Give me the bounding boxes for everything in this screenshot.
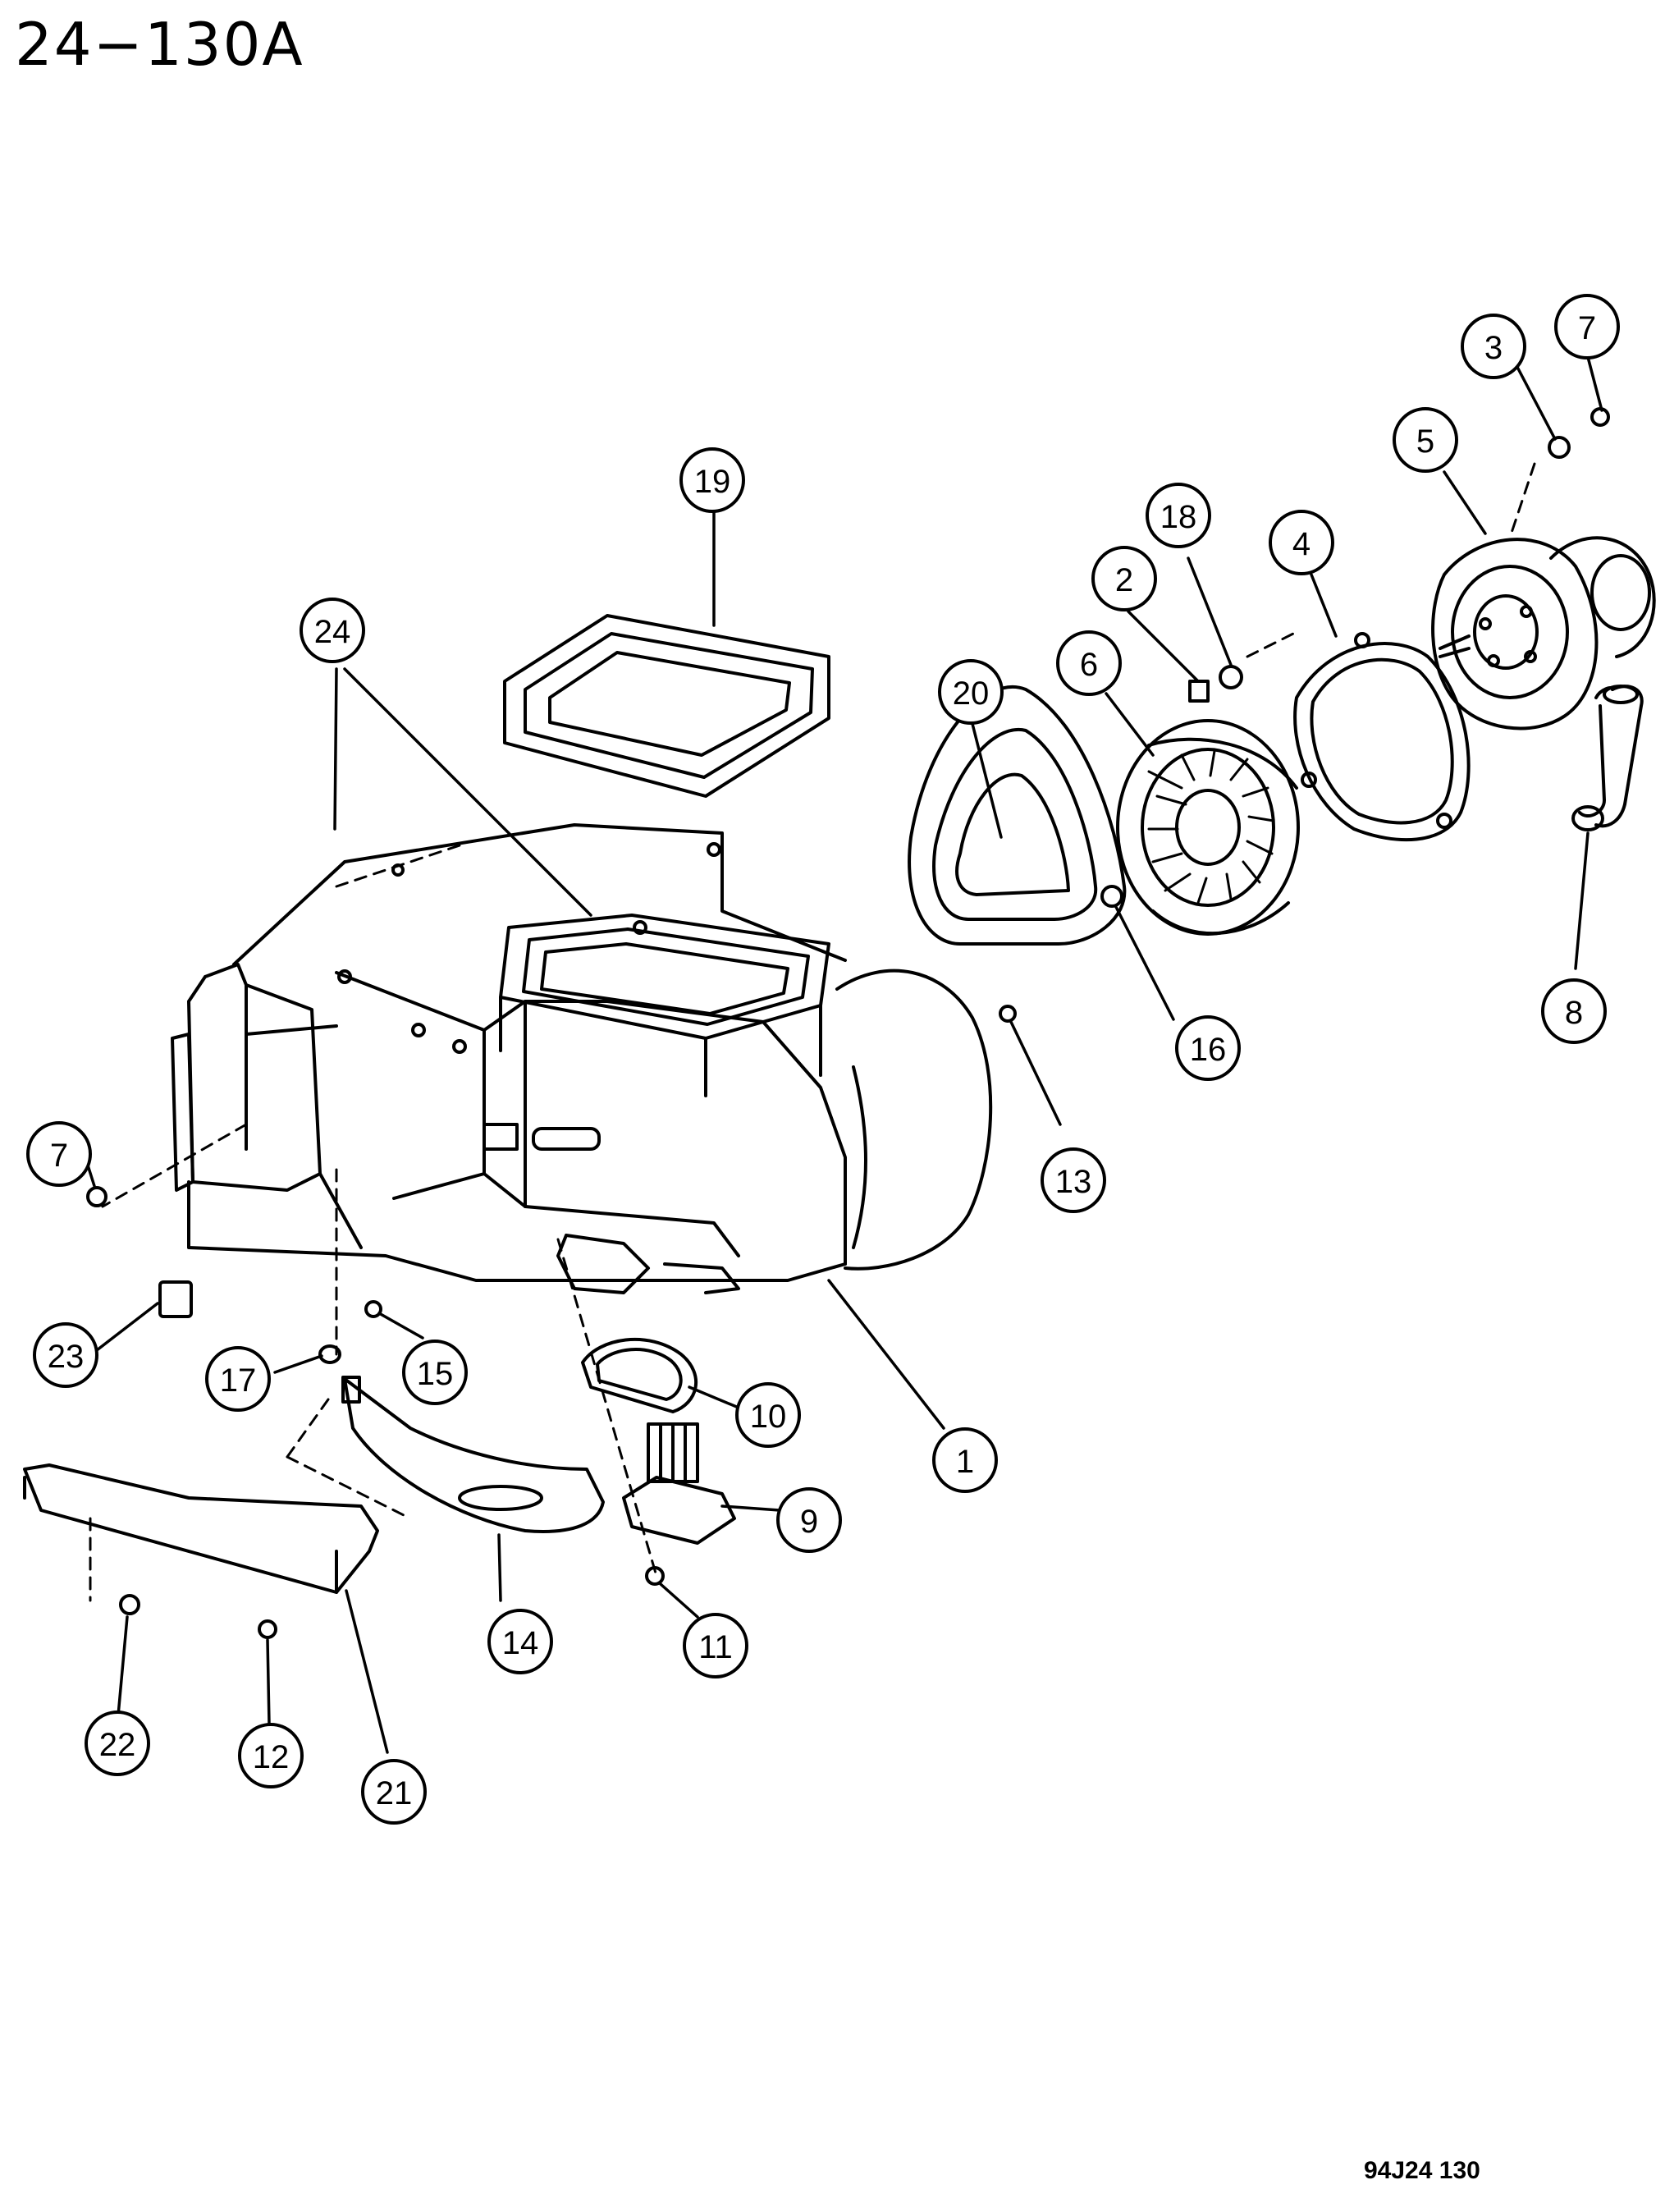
callout-label: 13 (1055, 1164, 1092, 1200)
callout-label: 24 (314, 614, 351, 650)
callout-label: 18 (1160, 499, 1197, 535)
callout-label: 14 (502, 1625, 539, 1661)
callout-label: 22 (99, 1727, 136, 1763)
part-20-gasket-drawing (908, 685, 1127, 946)
callout-label: 7 (1578, 310, 1596, 346)
callout-label: 17 (220, 1362, 257, 1399)
callout-label: 11 (698, 1629, 733, 1665)
blower-housing-drawing (171, 823, 993, 1294)
callout-label: 9 (800, 1504, 818, 1540)
callout-label: 19 (694, 464, 731, 500)
callout-label: 6 (1080, 647, 1098, 683)
part-9-resistor-drawing (622, 1422, 736, 1545)
callout-label: 8 (1565, 995, 1583, 1031)
leader-lines (77, 351, 1603, 1754)
part-10-gasket-drawing (581, 1337, 698, 1413)
callout-label: 15 (417, 1356, 454, 1392)
callout-label: 21 (376, 1775, 413, 1811)
callout-label: 16 (1190, 1032, 1227, 1068)
callout-label: 1 (956, 1444, 974, 1480)
callout-label: 2 (1115, 562, 1133, 598)
small-hardware-drawing (86, 407, 1610, 1639)
callout-label: 7 (50, 1138, 68, 1174)
alignment-lines (89, 462, 1536, 1602)
part-19-gasket-drawing (503, 614, 830, 798)
part-21-duct-drawing (23, 1463, 379, 1594)
callout-circles (26, 294, 1620, 1825)
part-5-blower-motor-drawing (1431, 536, 1656, 730)
callout-label: 5 (1416, 424, 1434, 460)
part-14-cover-drawing (341, 1376, 605, 1533)
part-6-blower-wheel-drawing (1116, 719, 1300, 936)
callout-label: 4 (1292, 526, 1311, 562)
callout-label: 10 (750, 1399, 787, 1435)
callout-label: 3 (1484, 330, 1503, 366)
figure-id: 94J24 130 (1364, 2157, 1480, 2184)
callout-label: 23 (48, 1339, 85, 1375)
part-8-vent-tube-drawing (1571, 685, 1644, 831)
part-4-gasket-drawing (1293, 632, 1471, 842)
page-code: 24−130A (15, 10, 304, 79)
callout-label: 20 (953, 676, 990, 712)
callout-label: 12 (253, 1739, 290, 1775)
